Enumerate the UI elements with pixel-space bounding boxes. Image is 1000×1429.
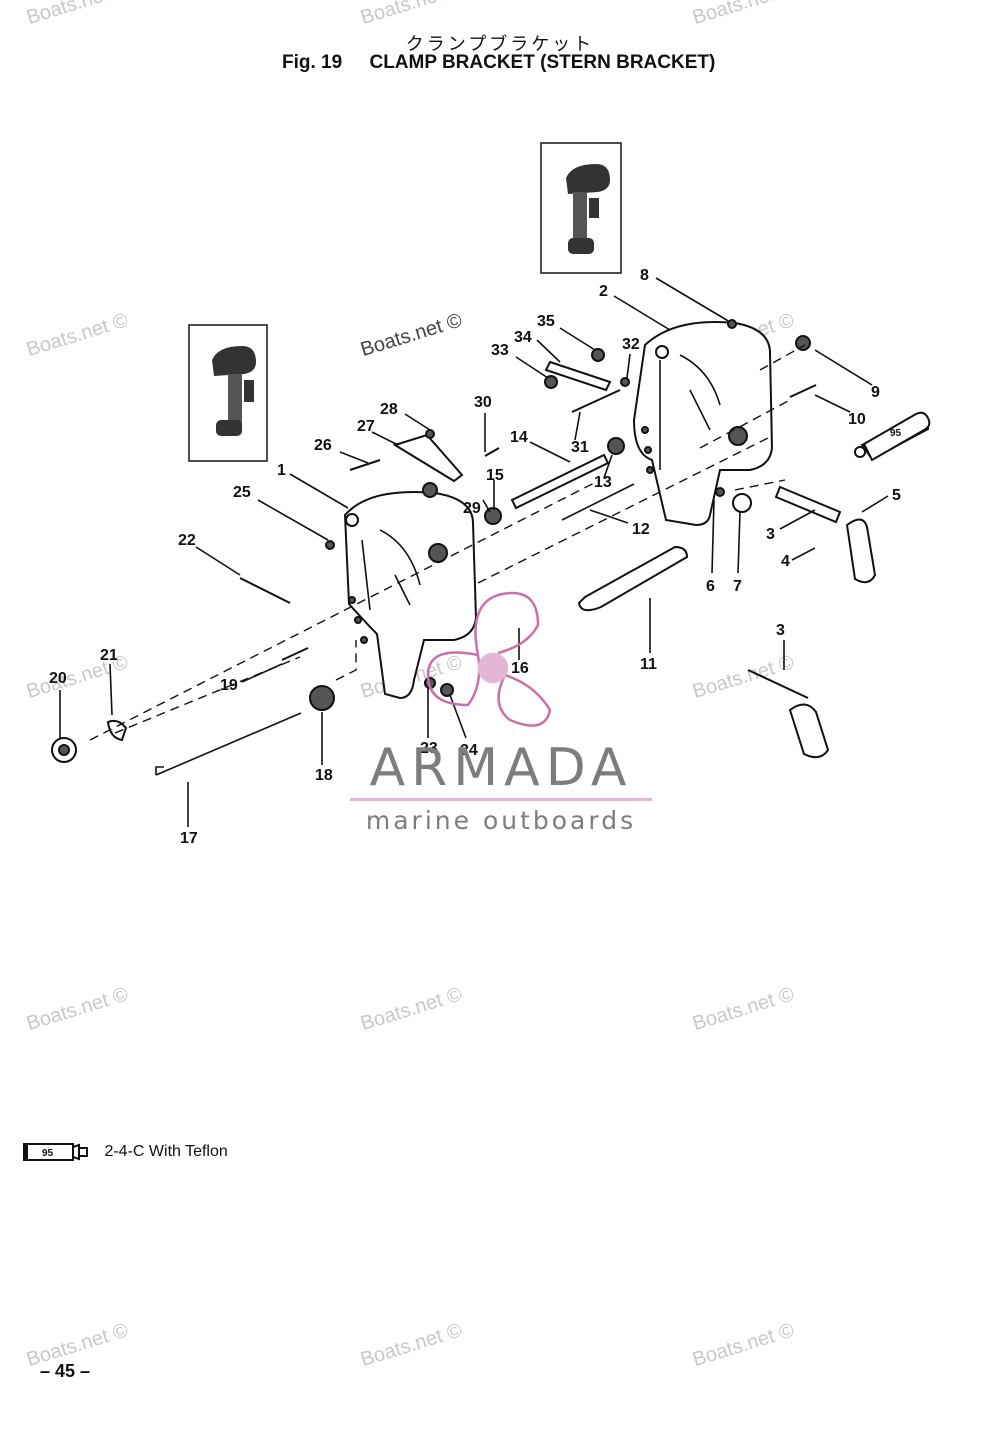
- callout-29: 29: [463, 500, 481, 517]
- title-japanese: クランプブラケット: [405, 34, 595, 55]
- page-number: – 45 –: [40, 1361, 91, 1381]
- grease-tube-icon: 95: [22, 1141, 94, 1163]
- legend-text: 2-4-C With Teflon: [104, 1143, 228, 1160]
- figure-title-row: Fig. 19 CLAMP BRACKET (STERN BRACKET): [282, 52, 715, 74]
- callout-27: 27: [357, 418, 375, 435]
- callout-20: 20: [49, 670, 67, 687]
- callout-3-second: 3: [776, 622, 785, 639]
- callout-7: 7: [733, 578, 742, 595]
- callout-13: 13: [594, 474, 612, 491]
- figure-label: Fig. 19: [282, 52, 343, 73]
- stern-bracket-right: [632, 320, 774, 527]
- brand-name: ARMADA: [369, 738, 633, 798]
- brand-tagline: marine outboards: [365, 806, 637, 835]
- callout-numbers: 1 2 3 3 4 5 6 7 8 9 10 11 12 13 14 15 16…: [49, 267, 901, 847]
- lubricant-legend: 95 2-4-C With Teflon: [22, 1141, 228, 1163]
- callout-35: 35: [537, 313, 555, 330]
- callout-22: 22: [178, 532, 196, 549]
- callout-33: 33: [491, 342, 509, 359]
- callout-9: 9: [871, 384, 880, 401]
- callout-12: 12: [632, 521, 650, 538]
- stern-bracket-left: [343, 490, 478, 700]
- callout-16: 16: [511, 660, 529, 677]
- callout-34: 34: [514, 329, 532, 346]
- callout-19: 19: [220, 677, 238, 694]
- outboard-thumbnail-right: [540, 142, 622, 274]
- callout-3: 3: [766, 526, 775, 543]
- callout-31: 31: [571, 439, 589, 456]
- callout-17: 17: [180, 830, 198, 847]
- callout-23: 23: [420, 740, 438, 757]
- callout-14: 14: [510, 429, 528, 446]
- legend-tube-label: 95: [42, 1148, 54, 1159]
- callout-1: 1: [277, 462, 286, 479]
- grease-tube-icon: 95: [854, 411, 931, 462]
- propeller-logo-icon: [426, 591, 552, 727]
- callout-18: 18: [315, 767, 333, 784]
- outboard-thumbnail-left: [188, 324, 268, 462]
- tube-label: 95: [890, 428, 902, 439]
- callout-26: 26: [314, 437, 332, 454]
- callout-21: 21: [100, 647, 118, 664]
- callout-8: 8: [640, 267, 649, 284]
- callout-4: 4: [781, 553, 790, 570]
- brand-divider: [350, 798, 652, 801]
- callout-5: 5: [892, 487, 901, 504]
- callout-28: 28: [380, 401, 398, 418]
- callout-32: 32: [622, 336, 640, 353]
- figure-title: CLAMP BRACKET (STERN BRACKET): [369, 52, 716, 73]
- callout-25: 25: [233, 484, 251, 501]
- callout-6: 6: [706, 578, 715, 595]
- callout-30: 30: [474, 394, 492, 411]
- leader-lines: [59, 277, 889, 827]
- callout-10: 10: [848, 411, 866, 428]
- callout-11: 11: [640, 656, 657, 673]
- callout-2: 2: [599, 283, 608, 300]
- callout-24: 24: [460, 742, 478, 759]
- callout-15: 15: [486, 467, 504, 484]
